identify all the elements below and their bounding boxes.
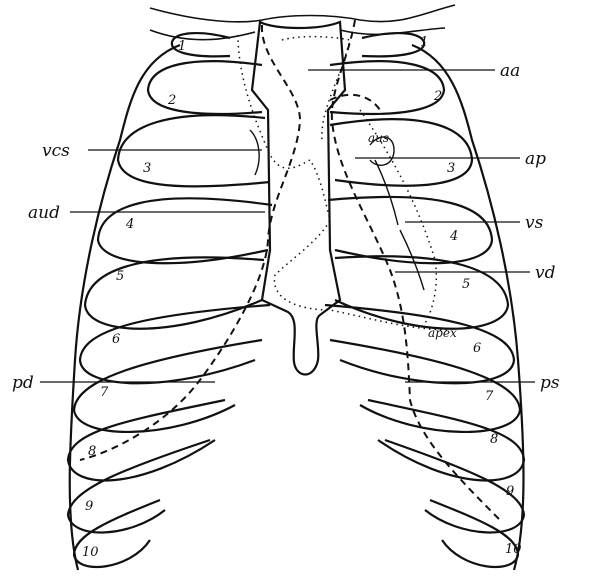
left-rib-number-8: 8 [88, 444, 96, 459]
label-vs: vs [525, 213, 544, 233]
coronary-vessel-1 [374, 159, 399, 226]
label-apex: apex [428, 326, 457, 340]
right-rib-number-8: 8 [490, 432, 498, 447]
right-rib-number-3: 3 [447, 161, 455, 176]
right-rib-6 [324, 303, 516, 385]
left-rib-2 [146, 60, 263, 116]
left-rib-number-10: 10 [82, 545, 99, 560]
left-rib-number-4: 4 [125, 217, 134, 232]
neck-outline [149, 4, 456, 23]
leader-lines [40, 69, 535, 383]
right-rib-outer [411, 43, 525, 571]
left-rib-number-6: 6 [112, 332, 120, 347]
rib-numbers: 1 2 3 4 5 6 7 8 9 10 1 2 3 4 5 6 7 8 9 10 [82, 35, 522, 560]
label-aus: aus [368, 131, 389, 145]
right-rib-5 [334, 255, 510, 330]
left-rib-7 [72, 338, 263, 433]
label-ap: ap [525, 149, 546, 169]
coronary-vessel-2 [399, 229, 425, 291]
right-rib-number-7: 7 [485, 389, 494, 404]
sternum [250, 20, 347, 376]
left-rib-6 [78, 303, 271, 385]
clavicle-left [149, 29, 256, 41]
label-pd: pd [12, 373, 34, 393]
left-rib-number-5: 5 [116, 269, 124, 284]
pulmonary-dashed [329, 93, 381, 111]
label-aud: aud [28, 203, 60, 223]
left-rib-number-9: 9 [85, 499, 93, 514]
left-rib-3 [116, 114, 271, 188]
left-rib-number-3: 3 [143, 161, 151, 176]
right-rib-2 [329, 60, 446, 116]
right-rib-number-10: 10 [505, 542, 522, 557]
label-vd: vd [535, 263, 556, 283]
heart-dotted-right [359, 109, 438, 331]
label-vcs: vcs [42, 141, 70, 161]
heart-dashed-outline-right [330, 19, 501, 521]
left-rib-number-2: 2 [167, 93, 176, 108]
right-rib-8 [367, 398, 526, 482]
left-rib-4 [96, 197, 273, 265]
left-ribs [66, 31, 273, 571]
right-rib-9 [384, 438, 526, 534]
label-aa: aa [500, 61, 520, 81]
right-rib-7 [329, 338, 522, 433]
left-rib-outer [68, 43, 181, 571]
right-rib-number-9: 9 [506, 484, 514, 499]
left-rib-9 [66, 438, 211, 534]
right-ribs [324, 31, 526, 571]
right-rib-number-2: 2 [433, 89, 442, 104]
right-rib-number-1: 1 [420, 35, 428, 50]
left-rib-5 [83, 256, 265, 330]
left-rib-number-1: 1 [178, 39, 186, 54]
heart-dashed-outline-left [79, 24, 302, 461]
right-rib-1 [361, 31, 426, 58]
label-ps: ps [540, 373, 560, 393]
right-rib-number-5: 5 [462, 277, 470, 292]
left-rib-number-7: 7 [100, 385, 109, 400]
aus-oval [369, 136, 395, 166]
right-rib-number-6: 6 [473, 341, 481, 356]
left-rib-8 [66, 398, 226, 482]
right-rib-number-4: 4 [449, 229, 458, 244]
left-rib-1 [170, 31, 231, 58]
left-vessel [249, 129, 260, 176]
